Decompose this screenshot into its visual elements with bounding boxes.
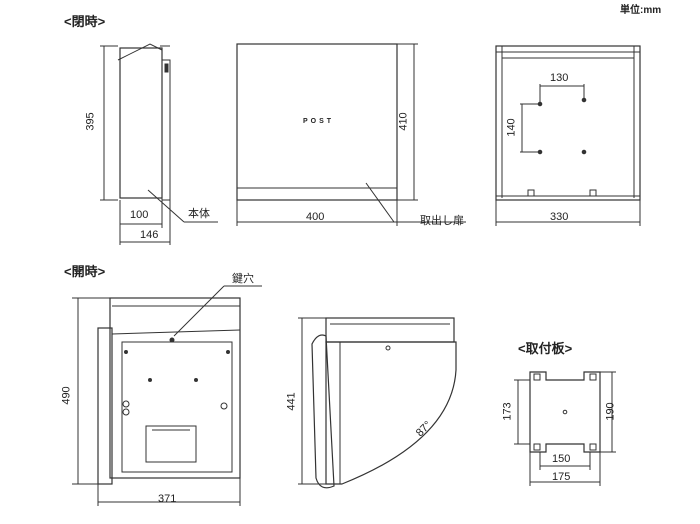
closed-heading: <閉時> bbox=[64, 14, 106, 29]
open-side-door bbox=[311, 334, 335, 489]
plate-slot bbox=[589, 373, 597, 381]
dim-490: 490 bbox=[60, 386, 73, 405]
dim-130: 130 bbox=[550, 72, 569, 84]
key-hole bbox=[169, 337, 175, 343]
open-inner-box bbox=[121, 341, 233, 473]
plate-heading: <取付板> bbox=[518, 341, 573, 356]
rivet bbox=[148, 378, 152, 382]
back-foot-left bbox=[527, 189, 535, 197]
dim-410: 410 bbox=[397, 112, 410, 131]
back-foot-right bbox=[589, 189, 597, 197]
open-side-top bbox=[325, 317, 455, 343]
dim-330: 330 bbox=[550, 211, 569, 223]
hinge-dot bbox=[385, 345, 391, 351]
closed-front-view bbox=[236, 43, 466, 226]
side-hinge bbox=[164, 63, 169, 73]
side-body-outline bbox=[119, 47, 163, 199]
side-roof-line bbox=[117, 43, 163, 61]
rivet bbox=[124, 350, 128, 354]
dim-100: 100 bbox=[130, 209, 149, 221]
lock-part bbox=[122, 400, 130, 408]
dim-371: 371 bbox=[158, 493, 177, 505]
plate-slot bbox=[589, 443, 597, 451]
lock-part bbox=[122, 408, 130, 416]
post-logo: POST bbox=[303, 118, 335, 125]
leader-door bbox=[365, 182, 395, 223]
open-front-view bbox=[72, 285, 262, 506]
unit-label: 単位:mm bbox=[620, 5, 662, 16]
open-lid-line bbox=[111, 329, 241, 335]
side-door-panel bbox=[161, 59, 171, 201]
open-door-arc bbox=[325, 341, 457, 485]
dim-173: 173 bbox=[501, 402, 514, 421]
dim-190: 190 bbox=[604, 402, 617, 421]
open-side-view bbox=[298, 317, 457, 489]
open-inner-slot bbox=[145, 425, 197, 463]
plate-slot bbox=[533, 373, 541, 381]
plate-outline bbox=[529, 371, 601, 453]
closed-side-view bbox=[100, 43, 218, 245]
lock-part bbox=[220, 402, 228, 410]
open-heading: <開時> bbox=[64, 264, 106, 279]
closed-back-view bbox=[495, 45, 641, 226]
open-body-outline bbox=[109, 297, 241, 479]
mount-hole bbox=[581, 149, 587, 155]
plate-slot bbox=[533, 443, 541, 451]
leader-body bbox=[147, 189, 185, 223]
door-label: 取出し扉 bbox=[420, 215, 464, 227]
rivet bbox=[194, 378, 198, 382]
back-body-outline bbox=[495, 45, 641, 201]
dim-175: 175 bbox=[552, 471, 571, 483]
open-door-panel bbox=[97, 327, 113, 485]
leader-key bbox=[173, 285, 225, 337]
dim-395: 395 bbox=[84, 112, 97, 131]
mounting-plate-view bbox=[514, 371, 616, 486]
rivet bbox=[226, 350, 230, 354]
dim-441: 441 bbox=[285, 392, 298, 411]
plate-center-hole bbox=[562, 409, 568, 415]
key-hole-label: 鍵穴 bbox=[232, 273, 254, 285]
dim-146: 146 bbox=[140, 229, 159, 241]
dim-150: 150 bbox=[552, 453, 571, 465]
body-label: 本体 bbox=[188, 208, 210, 220]
front-body-outline bbox=[236, 43, 398, 201]
dim-140: 140 bbox=[505, 118, 518, 137]
dim-400: 400 bbox=[306, 211, 325, 223]
